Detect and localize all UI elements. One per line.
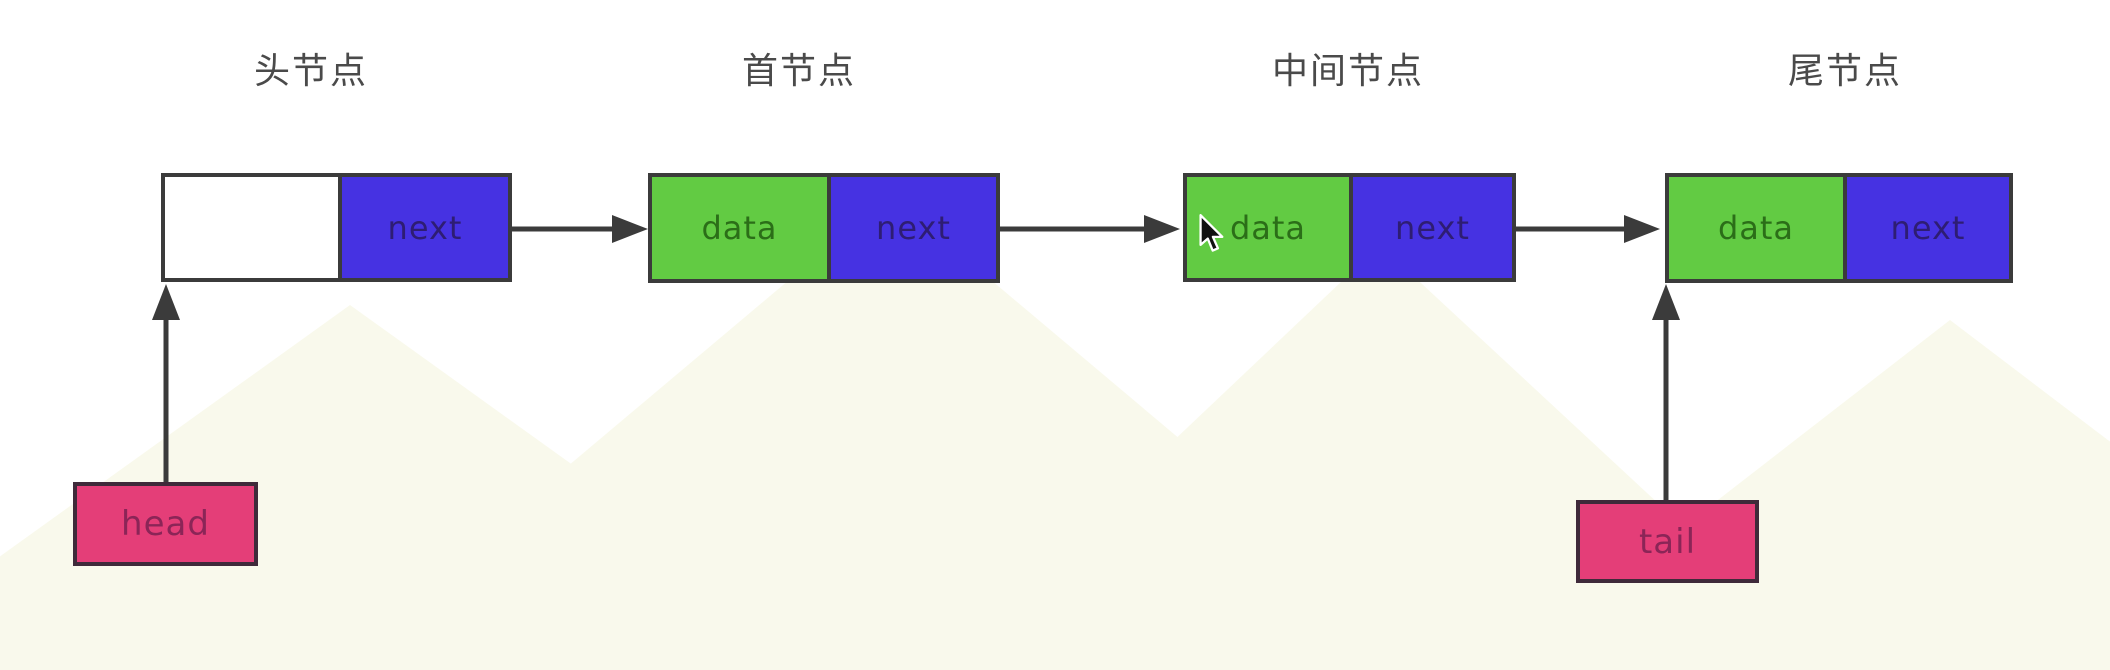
tail-node-next-cell: next — [1847, 177, 2009, 279]
arrow-head-to-node1 — [152, 284, 180, 482]
node-middle: data next — [1183, 173, 1516, 282]
node-head: next — [161, 173, 512, 282]
head-pointer-box: head — [73, 482, 258, 566]
node-title-head: 头节点 — [253, 51, 369, 92]
node-title-tail: 尾节点 — [1787, 51, 1903, 92]
mouse-cursor-icon — [1199, 214, 1224, 252]
head-node-empty-cell — [165, 177, 342, 278]
middle-node-next-cell: next — [1353, 177, 1512, 278]
tail-pointer-box: tail — [1576, 500, 1759, 583]
arrow-node3-to-node4 — [1516, 215, 1660, 243]
tail-node-data-cell: data — [1669, 177, 1847, 279]
first-node-data-cell: data — [652, 177, 831, 279]
arrow-node1-to-node2 — [512, 215, 648, 243]
arrow-tail-to-node4 — [1652, 284, 1680, 500]
arrow-node2-to-node3 — [1000, 215, 1180, 243]
first-node-next-cell: next — [831, 177, 996, 279]
node-title-first: 首节点 — [741, 51, 857, 92]
middle-node-data-cell: data — [1187, 177, 1353, 278]
node-tail: data next — [1665, 173, 2013, 283]
node-title-middle: 中间节点 — [1271, 51, 1425, 92]
node-first: data next — [648, 173, 1000, 283]
head-node-next-cell: next — [342, 177, 508, 278]
